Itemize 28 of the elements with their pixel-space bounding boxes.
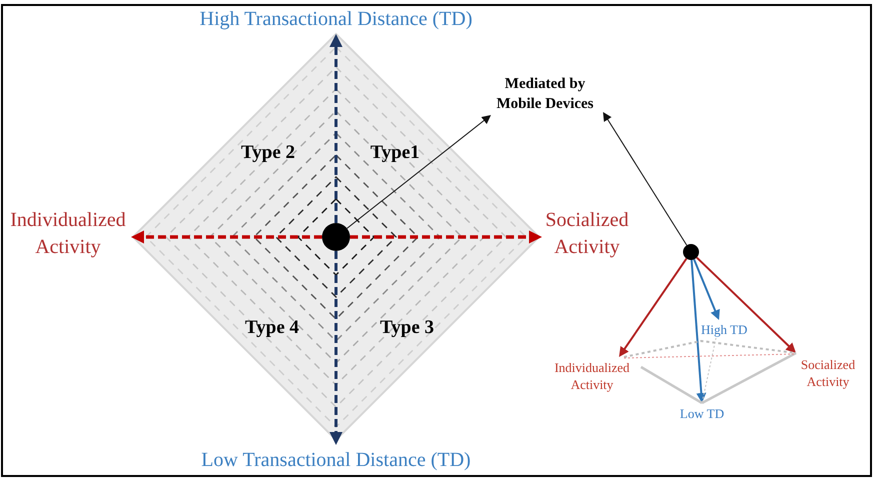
axis-label: Socialized Activity	[792, 356, 864, 390]
leader-arrow	[603, 112, 688, 246]
pyramid-edge	[624, 354, 796, 358]
axis-label: Low TD	[680, 406, 724, 422]
axis-label: High Transactional Distance (TD)	[200, 7, 472, 31]
axis-arrow	[131, 230, 322, 244]
pyramid-edge	[624, 340, 796, 358]
callout-label: Mediated by Mobile Devices	[489, 74, 601, 114]
axis-label: Individualized Activity	[544, 359, 640, 393]
leader-arrow	[346, 115, 491, 229]
axis-label: Socialized Activity	[543, 207, 631, 261]
arrow	[696, 256, 796, 353]
quadrant-label: Type 2	[241, 141, 295, 165]
axis-label: High TD	[701, 322, 748, 337]
axis-arrow	[350, 230, 542, 244]
arrow	[619, 258, 688, 357]
quadrant-label: Type 3	[380, 316, 434, 340]
axis-arrow	[330, 34, 342, 223]
pyramid-edge	[702, 338, 716, 404]
axis-label: Low Transactional Distance (TD)	[201, 448, 471, 472]
arrow	[693, 259, 720, 320]
arrow	[690, 260, 706, 403]
quadrant-label: Type1	[370, 141, 420, 165]
pyramid-edge	[701, 352, 797, 404]
axis-arrow	[330, 251, 342, 445]
pyramid-edge	[640, 366, 703, 404]
quadrant-label: Type 4	[245, 316, 299, 340]
axis-label: Individualized Activity	[6, 207, 130, 261]
